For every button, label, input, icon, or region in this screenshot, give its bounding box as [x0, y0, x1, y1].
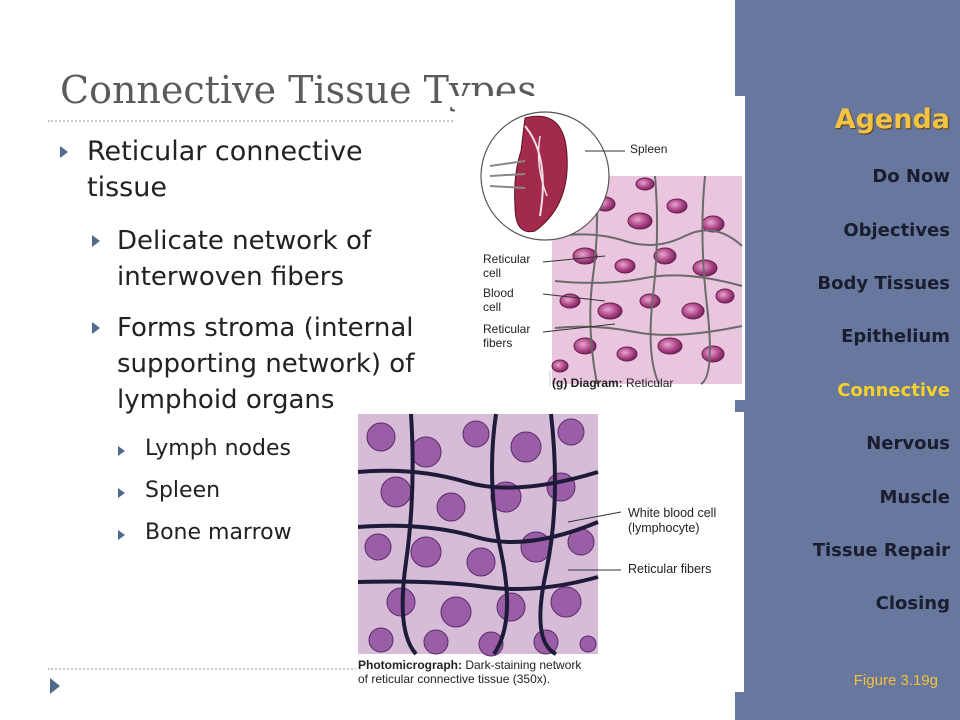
reticular-diagram-illustration: [480, 111, 743, 386]
list-item-bone-marrow: Bone marrow: [145, 520, 292, 545]
bullet-main-line2: tissue: [87, 172, 167, 203]
label-reticular-fibers-line1: Reticular: [483, 322, 531, 336]
bullet-arrow-icon: [118, 530, 125, 540]
bullet-arrow-icon: [60, 146, 68, 158]
photo-caption-prefix: Photomicrograph:: [358, 658, 462, 672]
agenda-item-tissue-repair[interactable]: Tissue Repair: [812, 540, 950, 561]
bullet-arrow-icon: [92, 322, 100, 334]
bullet-main-line1: Reticular connective: [87, 136, 363, 167]
label-blood-cell-line1: Blood: [483, 286, 514, 300]
photomicrograph-figure: White blood cell (lymphocyte) Reticular …: [356, 412, 744, 692]
label-blood-cell: Blood cell: [483, 286, 514, 315]
bullet-main: Reticular connective tissue: [87, 134, 363, 206]
agenda-title: Agenda: [834, 104, 950, 135]
bullet-sub-2-line1: Forms stroma (internal: [117, 313, 414, 343]
label-spleen: Spleen: [630, 142, 668, 156]
agenda-item-objectives[interactable]: Objectives: [843, 220, 950, 241]
diagram-caption-prefix: (g) Diagram:: [552, 376, 623, 390]
list-item-spleen: Spleen: [145, 478, 221, 503]
label-white-blood-cell-line2: (lymphocyte): [628, 521, 700, 535]
agenda-item-body-tissues[interactable]: Body Tissues: [817, 273, 950, 294]
photo-caption-line2: of reticular connective tissue (350x).: [358, 672, 551, 687]
figure-caption: Figure 3.19g: [853, 672, 938, 689]
photo-caption: Photomicrograph: Dark-staining network o…: [358, 658, 581, 687]
label-reticular-cell-line2: cell: [483, 266, 502, 281]
label-reticular-fibers-line2: fibers: [483, 336, 513, 351]
bullet-arrow-icon: [92, 235, 100, 247]
label-reticular-fibers-photo: Reticular fibers: [628, 562, 712, 576]
agenda-item-closing[interactable]: Closing: [875, 593, 950, 614]
bullet-sub-2-line2: supporting network) of: [117, 349, 415, 379]
list-item-lymph-nodes: Lymph nodes: [145, 436, 291, 461]
label-reticular-cell: Reticular cell: [483, 252, 530, 281]
agenda-item-epithelium[interactable]: Epithelium: [841, 326, 950, 347]
label-white-blood-cell: White blood cell (lymphocyte): [628, 506, 716, 536]
bullet-sub-2-line3: lymphoid organs: [117, 385, 335, 415]
photo-caption-line1: Photomicrograph: Dark-staining network: [358, 658, 581, 672]
agenda-item-nervous[interactable]: Nervous: [866, 433, 950, 454]
reticular-diagram-figure: Spleen Reticular cell Blood cell Reticul…: [455, 96, 745, 400]
diagram-caption: (g) Diagram: Reticular: [552, 376, 673, 390]
footer-arrow-icon: [50, 678, 60, 694]
bullet-sub-1-line2: interwoven fibers: [117, 262, 344, 292]
label-blood-cell-line2: cell: [483, 300, 502, 315]
bullet-sub-1: Delicate network of interwoven fibers: [117, 223, 371, 295]
agenda-item-do-now[interactable]: Do Now: [872, 166, 950, 187]
bullet-arrow-icon: [118, 446, 125, 456]
photo-caption-text-1: Dark-staining network: [465, 658, 582, 672]
agenda-item-muscle[interactable]: Muscle: [879, 487, 951, 508]
diagram-caption-text: Reticular: [626, 376, 674, 390]
label-reticular-cell-line1: Reticular: [483, 252, 531, 266]
bullet-sub-2: Forms stroma (internal supporting networ…: [117, 310, 414, 418]
agenda-sidebar: Agenda Do Now Objectives Body Tissues Ep…: [735, 0, 960, 720]
title-divider: [48, 120, 733, 122]
agenda-item-connective[interactable]: Connective: [837, 380, 950, 401]
bullet-sub-1-line1: Delicate network of: [117, 226, 372, 256]
photomicrograph-image: [357, 413, 622, 657]
bullet-arrow-icon: [118, 488, 125, 498]
label-white-blood-cell-line1: White blood cell: [628, 506, 717, 520]
label-reticular-fibers: Reticular fibers: [483, 322, 530, 351]
